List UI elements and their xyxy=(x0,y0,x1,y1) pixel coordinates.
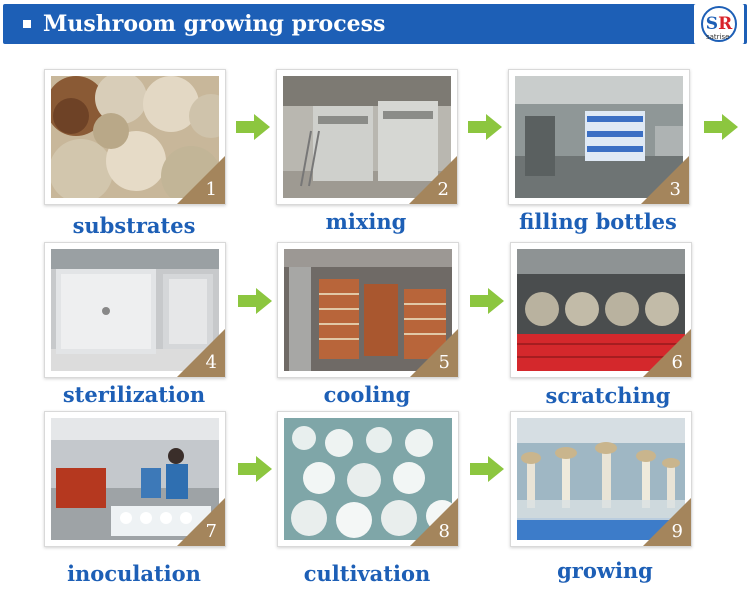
step-card-9: 9 xyxy=(510,411,692,547)
corner-badge xyxy=(641,156,689,204)
step-card-7: 7 xyxy=(44,411,226,547)
step-card-5: 5 xyxy=(277,242,459,378)
cultivation-photo xyxy=(284,418,452,540)
bullet-icon xyxy=(23,20,31,28)
step-label: cooling xyxy=(323,382,411,407)
logo-wordmark: satrise xyxy=(706,33,730,41)
arrow-right-icon xyxy=(468,114,502,140)
step-number: 6 xyxy=(671,352,683,373)
step-label: filling bottles xyxy=(519,209,677,234)
step-number: 7 xyxy=(205,521,217,542)
arrow-right-icon xyxy=(238,456,272,482)
step-card-2: 2 xyxy=(276,69,458,205)
corner-badge xyxy=(643,329,691,377)
step-label: growing xyxy=(557,558,653,583)
title-bar: Mushroom growing process xyxy=(3,4,747,44)
step-card-3: 3 xyxy=(508,69,690,205)
step-number: 1 xyxy=(205,179,217,200)
step-card-4: 4 xyxy=(44,242,226,378)
arrow-right-icon xyxy=(238,288,272,314)
step-label: cultivation xyxy=(303,561,431,586)
inoculation-photo xyxy=(51,418,219,540)
step-label: inoculation xyxy=(67,561,201,586)
mixing-photo xyxy=(283,76,451,198)
page-title: Mushroom growing process xyxy=(43,11,386,37)
corner-badge xyxy=(177,329,225,377)
step-card-1: 1 xyxy=(44,69,226,205)
corner-badge xyxy=(409,156,457,204)
substrates-photo xyxy=(51,76,219,198)
logo-letter-s: S xyxy=(705,13,719,34)
corner-badge xyxy=(643,498,691,546)
step-card-6: 6 xyxy=(510,242,692,378)
corner-badge xyxy=(410,498,458,546)
step-label: scratching xyxy=(545,383,671,408)
step-number: 3 xyxy=(669,179,681,200)
step-card-8: 8 xyxy=(277,411,459,547)
step-number: 8 xyxy=(438,521,450,542)
step-number: 2 xyxy=(437,179,449,200)
step-number: 9 xyxy=(671,521,683,542)
corner-badge xyxy=(177,156,225,204)
arrow-right-icon xyxy=(470,456,504,482)
logo-letter-r: R xyxy=(718,13,733,34)
arrow-right-icon xyxy=(704,114,738,140)
step-number: 4 xyxy=(205,352,217,373)
arrow-right-icon xyxy=(236,114,270,140)
step-label: substrates xyxy=(72,213,196,238)
step-number: 5 xyxy=(438,352,450,373)
step-label: sterilization xyxy=(62,382,206,407)
arrow-right-icon xyxy=(470,288,504,314)
corner-badge xyxy=(177,498,225,546)
step-label: mixing xyxy=(325,209,407,234)
sterilization-photo xyxy=(51,249,219,371)
corner-badge xyxy=(410,329,458,377)
